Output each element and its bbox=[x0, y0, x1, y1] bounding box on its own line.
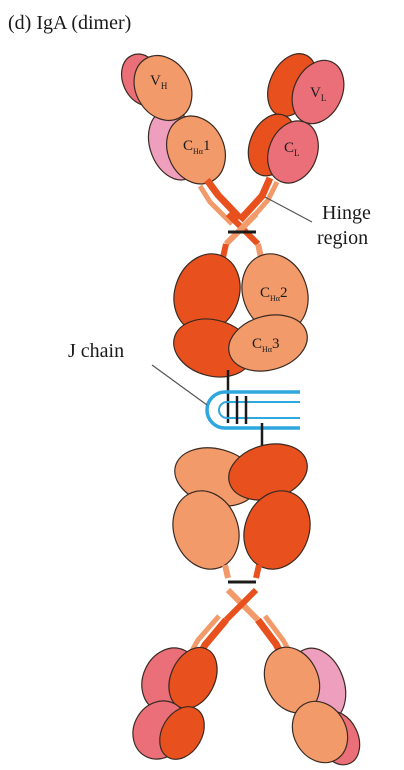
hinge-leader-line bbox=[265, 197, 312, 222]
upper-left-arm bbox=[113, 45, 240, 224]
j-chain bbox=[207, 392, 300, 428]
figure-title: (d) IgA (dimer) bbox=[8, 12, 131, 34]
lower-left-arm bbox=[122, 616, 226, 769]
hinge-label-line1: Hinge bbox=[322, 202, 371, 224]
j-chain-label: J chain bbox=[68, 340, 124, 362]
upper-fc-region bbox=[163, 244, 319, 385]
hinge-callout: Hinge region bbox=[265, 197, 371, 249]
lower-fc-region bbox=[162, 436, 321, 579]
lower-monomer bbox=[122, 423, 367, 770]
lower-right-arm bbox=[254, 616, 368, 770]
hinge-label-line2: region bbox=[317, 227, 368, 249]
lower-hinge bbox=[225, 565, 259, 620]
upper-right-arm bbox=[240, 46, 354, 224]
